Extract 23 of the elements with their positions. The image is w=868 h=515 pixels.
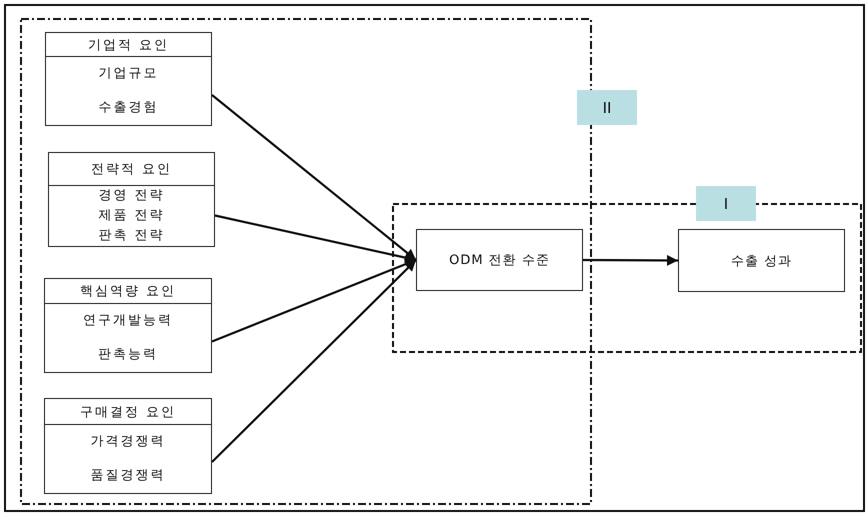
factor-box: [48, 152, 215, 247]
box-text: 가격경쟁력 품질경쟁력: [90, 433, 166, 485]
box-heading: 전략적 요인: [90, 161, 172, 178]
arrow: [212, 258, 416, 343]
box-text: 수출 성과: [730, 252, 792, 270]
arrow: [214, 214, 416, 263]
box-heading: 핵심역량 요인: [80, 283, 176, 300]
box-text: ODM 전환 수준: [449, 252, 550, 269]
arrow: [583, 254, 678, 266]
box-text: 기업규모 수출경험: [98, 65, 160, 117]
factor-box: [45, 32, 212, 126]
box-text: 경영 전략 제품 전략 판촉 전략: [97, 187, 166, 245]
arrow: [211, 259, 417, 463]
box-heading: 구매결정 요인: [80, 404, 176, 420]
region-label: II: [577, 90, 637, 125]
process-box: [678, 229, 845, 292]
region-label: I: [696, 186, 756, 221]
factor-box: [44, 398, 212, 494]
box-text: 연구개발능력 판촉능력: [82, 312, 174, 364]
factor-box: [44, 278, 212, 373]
process-box: [416, 229, 583, 291]
box-heading: 기업적 요인: [88, 36, 170, 54]
arrow: [211, 94, 417, 261]
